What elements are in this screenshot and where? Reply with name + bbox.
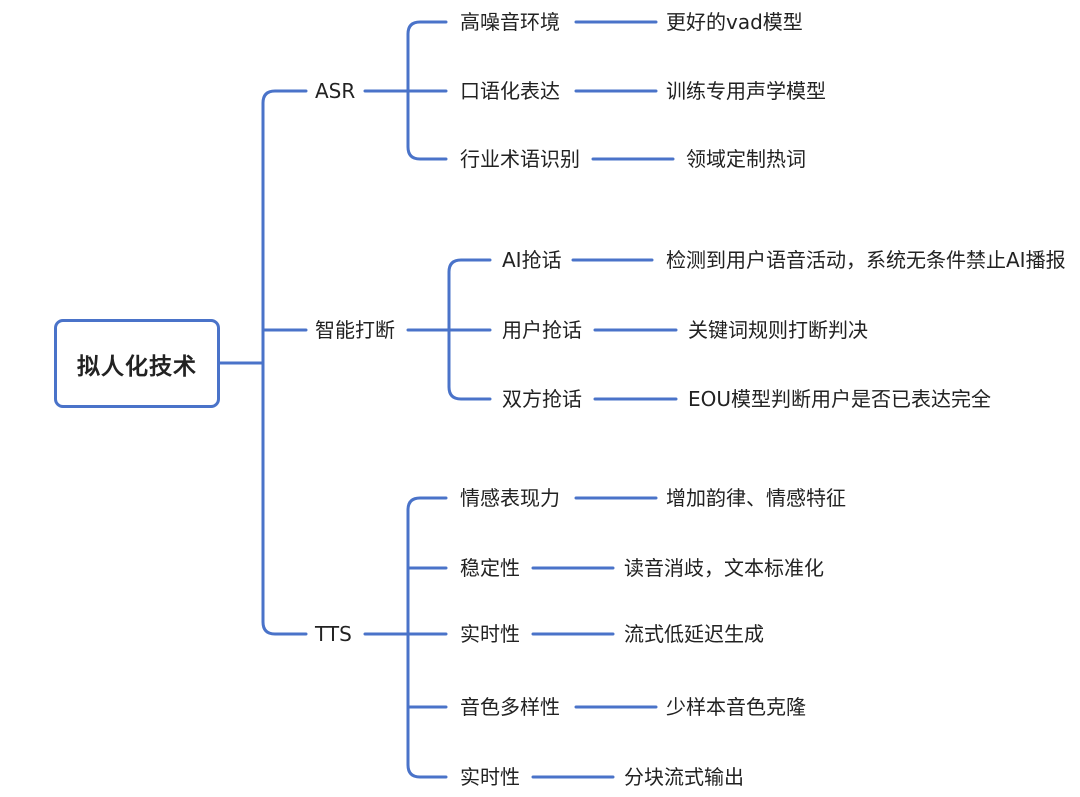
tts-item-5: 实时性 [460,765,520,789]
tts-item-3: 实时性 [460,622,520,646]
connector-tts-trunk [406,496,448,779]
root-node: 拟人化技术 [54,319,220,408]
branch-interrupt: 智能打断 [315,318,395,342]
branch-tts: TTS [315,622,352,646]
tts-item-5-detail: 分块流式输出 [624,765,744,789]
interrupt-item-3-detail: EOU模型判断用户是否已表达完全 [688,387,992,411]
tts-item-2: 稳定性 [460,556,520,580]
connector-level1-trunk [261,89,308,636]
interrupt-item-1: AI抢话 [502,248,562,272]
asr-item-2-detail: 训练专用声学模型 [666,79,826,103]
interrupt-item-2-detail: 关键词规则打断判决 [688,318,868,342]
tts-item-4-detail: 少样本音色克隆 [666,695,806,719]
tts-item-4: 音色多样性 [460,695,560,719]
asr-item-1-detail: 更好的vad模型 [666,10,803,34]
tts-item-1: 情感表现力 [460,486,560,510]
branch-asr: ASR [315,79,356,103]
asr-item-1: 高噪音环境 [460,10,560,34]
tts-item-3-detail: 流式低延迟生成 [624,622,764,646]
asr-item-3: 行业术语识别 [460,147,580,171]
tts-item-1-detail: 增加韵律、情感特征 [666,486,846,510]
interrupt-item-2: 用户抢话 [502,318,582,342]
tts-item-2-detail: 读音消歧，文本标准化 [624,556,824,580]
asr-item-3-detail: 领域定制热词 [686,147,806,171]
interrupt-item-1-detail: 检测到用户语音活动，系统无条件禁止AI播报 [666,248,1066,272]
asr-item-2: 口语化表达 [460,79,560,103]
interrupt-item-3: 双方抢话 [502,387,582,411]
root-node-label: 拟人化技术 [77,353,197,380]
